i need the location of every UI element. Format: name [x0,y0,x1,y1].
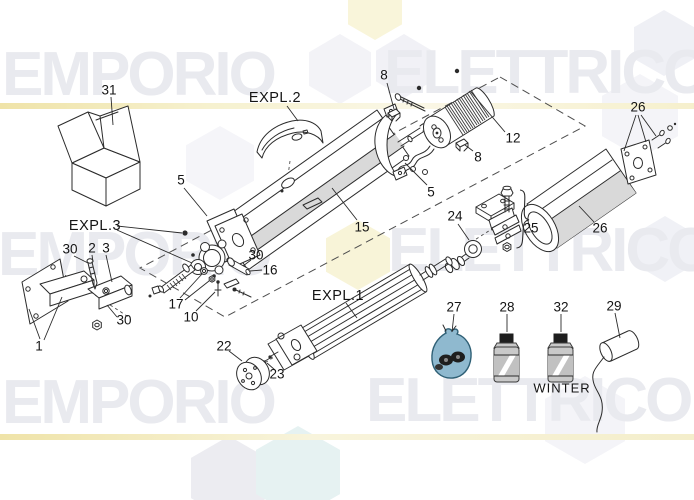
part-label-27: 27 [446,299,462,315]
grease-bag [431,324,472,379]
part-label-31: 31 [101,82,117,98]
part-label-expl2: EXPL.2 [248,89,302,106]
wall-bracket-assembly [21,258,133,331]
part-label-17: 17 [168,296,184,312]
part-label-5a: 5 [177,172,185,188]
watermark-word-emporio: EMPORIO [2,40,277,109]
packaging-box [57,105,141,207]
cover-tube [520,122,677,253]
leader-lines [28,82,657,371]
part-label-26b: 26 [592,220,608,236]
part-label-expl3: EXPL.3 [68,217,122,234]
capacitor [592,330,640,433]
part-label-5b: 5 [427,184,435,200]
part-label-25: 25 [523,220,539,236]
watermark-word-elettrico: ELETTRICO [366,366,693,435]
actuator-cover [256,119,324,159]
rear-head-bracket [374,103,430,181]
front-flange [206,208,261,268]
part-label-23: 23 [269,366,285,382]
part-label-expl1: EXPL.1 [311,287,365,304]
part-label-winter: WINTER [533,380,591,396]
watermark-stripe [0,434,694,440]
rear-mount-bracket [475,185,530,252]
watermark-stripe [0,103,694,109]
gear-head-detail [148,230,252,298]
watermark-word-emporio: EMPORIO [2,368,277,437]
part-label-12: 12 [505,130,521,146]
part-label-15: 15 [354,219,370,235]
part-label-30a: 30 [62,241,78,257]
part-label-1: 1 [35,338,43,354]
part-label-8a: 8 [380,67,388,83]
part-label-26a: 26 [630,99,646,115]
part-label-3: 3 [102,240,110,256]
part-label-30c: 30 [248,247,264,263]
part-label-8b: 8 [474,149,482,165]
inner-cylinder-assembly [236,256,453,391]
part-label-30b: 30 [116,312,132,328]
part-label-16: 16 [262,262,278,278]
ball-joint [444,240,482,274]
part-label-28: 28 [499,299,515,315]
watermark-word-elettrico: ELETTRICO [384,38,694,107]
part-label-24: 24 [447,208,463,224]
winter-oil-bottle [547,333,574,383]
part-label-2: 2 [88,240,96,256]
part-label-32: 32 [553,299,569,315]
part-label-22: 22 [216,338,232,354]
oil-bottle [493,333,520,383]
part-label-10: 10 [183,309,199,325]
motor-assembly [387,68,495,175]
part-label-29: 29 [606,298,622,314]
